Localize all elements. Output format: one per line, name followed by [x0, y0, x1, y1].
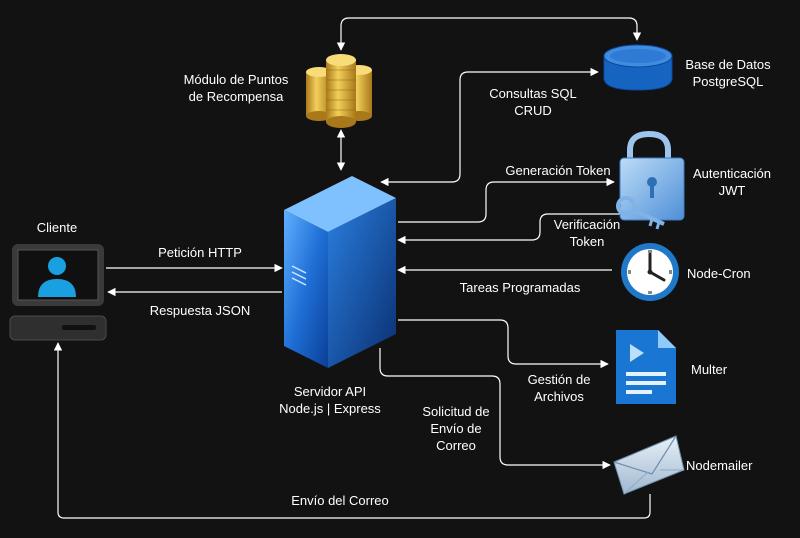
envelope-icon: [613, 435, 685, 495]
cron-label: Node-Cron: [687, 266, 751, 281]
server-label: Servidor API Node.js | Express: [279, 384, 381, 416]
token-generation-label: Generación Token: [505, 163, 611, 178]
rewards-module-label: Módulo de Puntos de Recompensa: [183, 72, 289, 104]
client-computer-icon: [9, 244, 107, 341]
edge-auth-server-verify: [397, 213, 620, 245]
document-icon: [616, 330, 676, 404]
scheduled-tasks-label: Tareas Programadas: [459, 280, 581, 295]
edge-server-multer: [398, 319, 609, 369]
client-label: Cliente: [36, 220, 78, 235]
json-response-label: Respuesta JSON: [149, 303, 251, 318]
key-icon: [616, 196, 665, 230]
http-request-label: Petición HTTP: [158, 245, 242, 260]
token-verification-label: Verificación Token: [553, 217, 621, 249]
multer-label: Multer: [691, 362, 728, 377]
sql-queries-label: Consultas SQL CRUD: [489, 86, 577, 118]
edge-mailer-client: [53, 342, 651, 519]
edge-database-server: [380, 67, 599, 187]
edge-server-mailer: [379, 348, 611, 470]
edge-server-auth-token: [398, 177, 615, 223]
coins-icon: [306, 54, 372, 128]
clock-icon: [621, 243, 679, 301]
database-icon: [603, 44, 673, 91]
file-management-label: Gestión de Archivos: [527, 372, 591, 404]
mailer-label: Nodemailer: [686, 458, 753, 473]
mail-sent-label: Envío del Correo: [291, 493, 389, 508]
edge-rewards-database: [336, 17, 642, 51]
database-label: Base de Datos PostgreSQL: [685, 57, 771, 89]
auth-label: Autenticación JWT: [692, 166, 772, 198]
mail-request-label: Solicitud de Envío de Correo: [422, 404, 490, 453]
server-icon: [284, 176, 396, 368]
lock-icon: [619, 130, 685, 221]
